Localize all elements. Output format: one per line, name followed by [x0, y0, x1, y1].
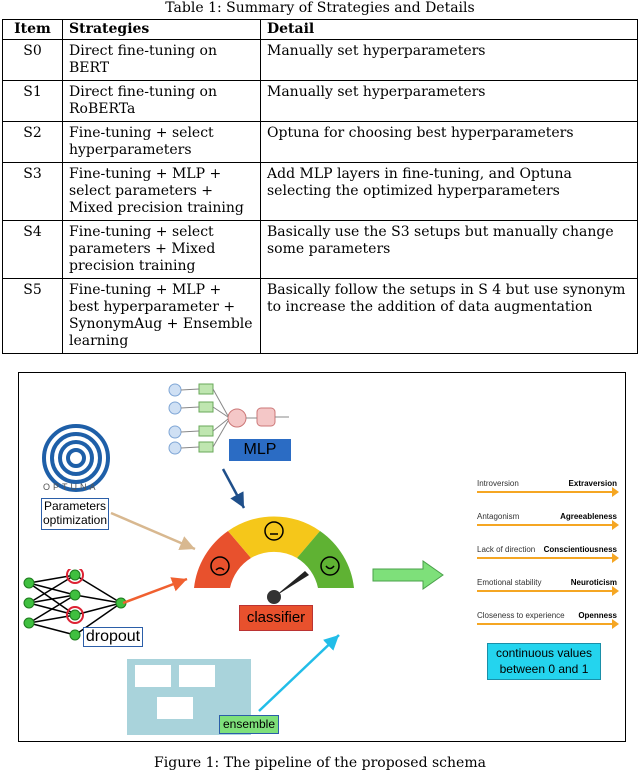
row-detail-cell: Basically use the S3 setups but manually…: [260, 220, 638, 279]
row-detail-cell: Manually set hyperparameters: [260, 39, 638, 81]
dropout-arrow: [122, 577, 188, 605]
optuna-arrow: [110, 511, 196, 551]
arrowhead-icon: [612, 619, 619, 629]
mlp-label-box: MLP: [229, 439, 291, 461]
row-item-cell: S5: [2, 278, 63, 354]
ensemble-label-box: ensemble: [219, 715, 279, 734]
figure-caption: Figure 1: The pipeline of the proposed s…: [154, 755, 486, 771]
optuna-logo: [41, 423, 111, 493]
trait-row: Antagonism Agreeableness: [477, 512, 619, 534]
row-strategy-cell: Direct fine-tuning on RoBERTa: [62, 80, 261, 122]
trait-scale-arrow: [477, 557, 613, 559]
optuna-target-icon: [42, 424, 110, 492]
arrowhead-icon: [612, 553, 619, 563]
pipeline-figure: MLP OPTUNA Parameters optimization: [18, 372, 626, 742]
arrowhead-icon: [612, 586, 619, 596]
trait-row: Emotional stability Neuroticism: [477, 578, 619, 600]
row-item-cell: S0: [2, 39, 63, 81]
trait-scale-arrow: [477, 590, 613, 592]
output-arrow: [372, 560, 444, 590]
flow-arrows: [110, 468, 444, 712]
arrowhead-icon: [612, 487, 619, 497]
classifier-label-box: classifier: [239, 605, 313, 631]
trait-low-label: Lack of direction: [477, 545, 536, 554]
trait-low-label: Introversion: [477, 479, 519, 488]
row-item-cell: S1: [2, 80, 63, 122]
row-strategy-cell: Fine-tuning + select parameters + Mixed …: [62, 220, 261, 279]
table-header-row: Item Strategies Detail: [2, 19, 638, 40]
trait-low-label: Antagonism: [477, 512, 520, 521]
trait-row: Closeness to experience Openness: [477, 611, 619, 633]
network-icon: [23, 566, 127, 641]
mlp-label: MLP: [243, 441, 277, 458]
row-strategy-cell: Fine-tuning + MLP + select parameters + …: [62, 162, 261, 221]
trait-low-label: Closeness to experience: [477, 611, 565, 620]
trait-high-label: Conscientiousness: [543, 545, 617, 554]
row-strategy-cell: Direct fine-tuning on BERT: [62, 39, 261, 81]
trait-high-label: Openness: [578, 611, 617, 620]
row-detail-cell: Manually set hyperparameters: [260, 80, 638, 122]
row-strategy-cell: Fine-tuning + select hyperparameters: [62, 121, 261, 163]
dropout-label: dropout: [83, 627, 143, 647]
trait-scale-arrow: [477, 623, 613, 625]
output-values-box: continuous values between 0 and 1: [487, 643, 601, 680]
column-header-strategies: Strategies: [62, 19, 261, 40]
row-detail-cell: Add MLP layers in fine-tuning, and Optun…: [260, 162, 638, 221]
dropout-network-diagram: [23, 566, 127, 641]
row-detail-cell: Basically follow the setups in S 4 but u…: [260, 278, 638, 354]
trait-high-label: Agreeableness: [560, 512, 617, 521]
mlp-neuron-icon: [168, 383, 289, 455]
trait-high-label: Extraversion: [568, 479, 617, 488]
row-strategy-cell: Fine-tuning + MLP + best hyperparameter …: [62, 278, 261, 354]
column-header-detail: Detail: [260, 19, 638, 40]
arrowhead-icon: [612, 520, 619, 530]
optuna-logo-text: OPTUNA: [43, 482, 99, 492]
row-item-cell: S2: [2, 121, 63, 163]
row-item-cell: S3: [2, 162, 63, 221]
trait-low-label: Emotional stability: [477, 578, 542, 587]
gauge-icon: [194, 516, 354, 604]
row-item-cell: S4: [2, 220, 63, 279]
trait-row: Introversion Extraversion: [477, 479, 619, 501]
column-header-item: Item: [2, 19, 63, 40]
trait-scale-arrow: [477, 524, 613, 526]
ensemble-label: ensemble: [222, 717, 276, 731]
mlp-arrow: [221, 468, 246, 509]
ensemble-arrow: [258, 634, 340, 712]
parameters-optimization-label: Parameters optimization: [41, 498, 109, 530]
trait-scale-arrow: [477, 491, 613, 493]
gauge-meter: [189, 513, 359, 613]
table-caption: Table 1: Summary of Strategies and Detai…: [165, 0, 475, 16]
classifier-label: classifier: [246, 609, 306, 626]
trait-high-label: Neuroticism: [570, 578, 617, 587]
trait-row: Lack of direction Conscientiousness: [477, 545, 619, 567]
row-detail-cell: Optuna for choosing best hyperparameters: [260, 121, 638, 163]
